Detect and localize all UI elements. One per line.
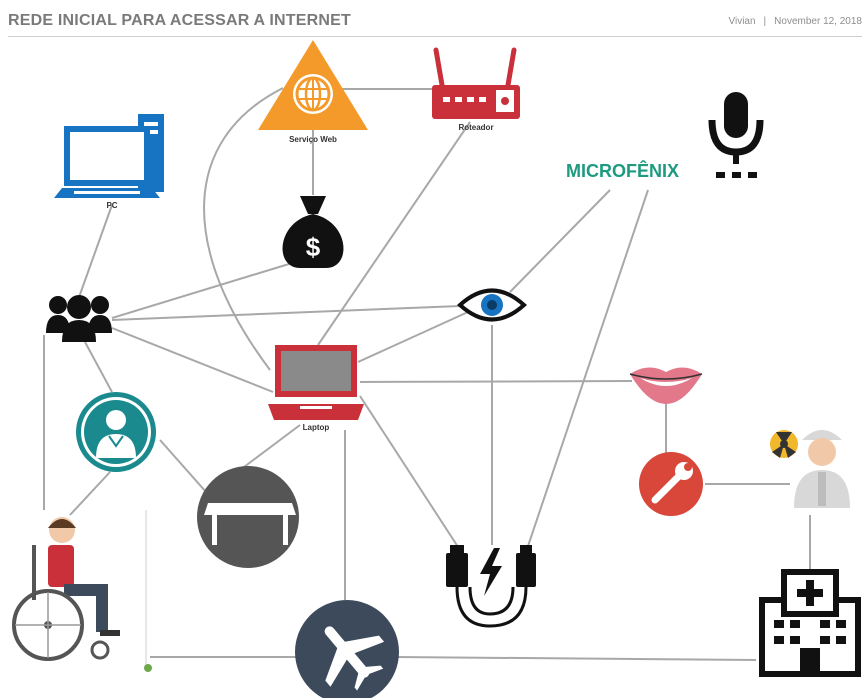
header-divider: [8, 36, 862, 37]
wheelchair-person-icon[interactable]: [12, 510, 152, 672]
wrench-icon[interactable]: [639, 452, 703, 516]
label-roteador: Roteador: [458, 123, 493, 132]
brand-microfenix: MICROFÊNIX: [566, 160, 679, 181]
edge-globe-laptop-curve: [203, 87, 284, 371]
edge-pc-people: [77, 204, 113, 301]
page-title: REDE INICIAL PARA ACESSAR A INTERNET: [8, 12, 351, 29]
doctor-icon[interactable]: [76, 392, 156, 472]
edge-people-laptop: [111, 327, 274, 393]
airplane-icon[interactable]: [295, 600, 399, 698]
meta-separator: |: [763, 16, 767, 27]
document-date: November 12, 2018: [774, 16, 862, 27]
edge-router-laptop: [317, 121, 471, 346]
edge-airplane-hospital: [395, 656, 757, 661]
laptop-icon[interactable]: [268, 345, 364, 420]
edge-laptop-lips: [359, 380, 633, 383]
desktop-pc-icon[interactable]: [54, 114, 164, 198]
edge-people-doctor: [84, 341, 113, 393]
table-icon[interactable]: [197, 466, 299, 568]
page-meta: Vivian | November 12, 2018: [728, 16, 862, 27]
people-group-icon[interactable]: [46, 295, 112, 342]
edge-laptop-eye: [357, 311, 469, 363]
label-servico-web: Serviço Web: [289, 135, 337, 144]
microphone-icon[interactable]: [708, 92, 764, 178]
radiation-worker-icon[interactable]: [770, 430, 850, 508]
edge-laptop-charger: [359, 395, 461, 551]
author-name: Vivian: [728, 16, 756, 27]
eye-icon[interactable]: [457, 288, 527, 322]
edge-brand-charger: [524, 189, 649, 556]
edge-doctor-wheelchair: [69, 471, 111, 516]
label-pc: PC: [106, 201, 117, 210]
money-symbol: $: [306, 232, 321, 262]
lips-icon[interactable]: [629, 367, 703, 404]
edge-people-eye: [111, 305, 461, 321]
router-icon[interactable]: [432, 47, 520, 119]
money-bag-icon[interactable]: $: [282, 196, 344, 268]
edge-eye-brand: [509, 189, 611, 293]
edge-laptop-table: [239, 424, 301, 471]
globe-warning-icon[interactable]: [258, 40, 368, 130]
hospital-icon[interactable]: [759, 569, 861, 677]
charger-icon[interactable]: [446, 545, 536, 628]
edge-people-money: [111, 259, 303, 319]
page-header: REDE INICIAL PARA ACESSAR A INTERNET Viv…: [0, 0, 862, 38]
label-laptop: Laptop: [303, 423, 330, 432]
